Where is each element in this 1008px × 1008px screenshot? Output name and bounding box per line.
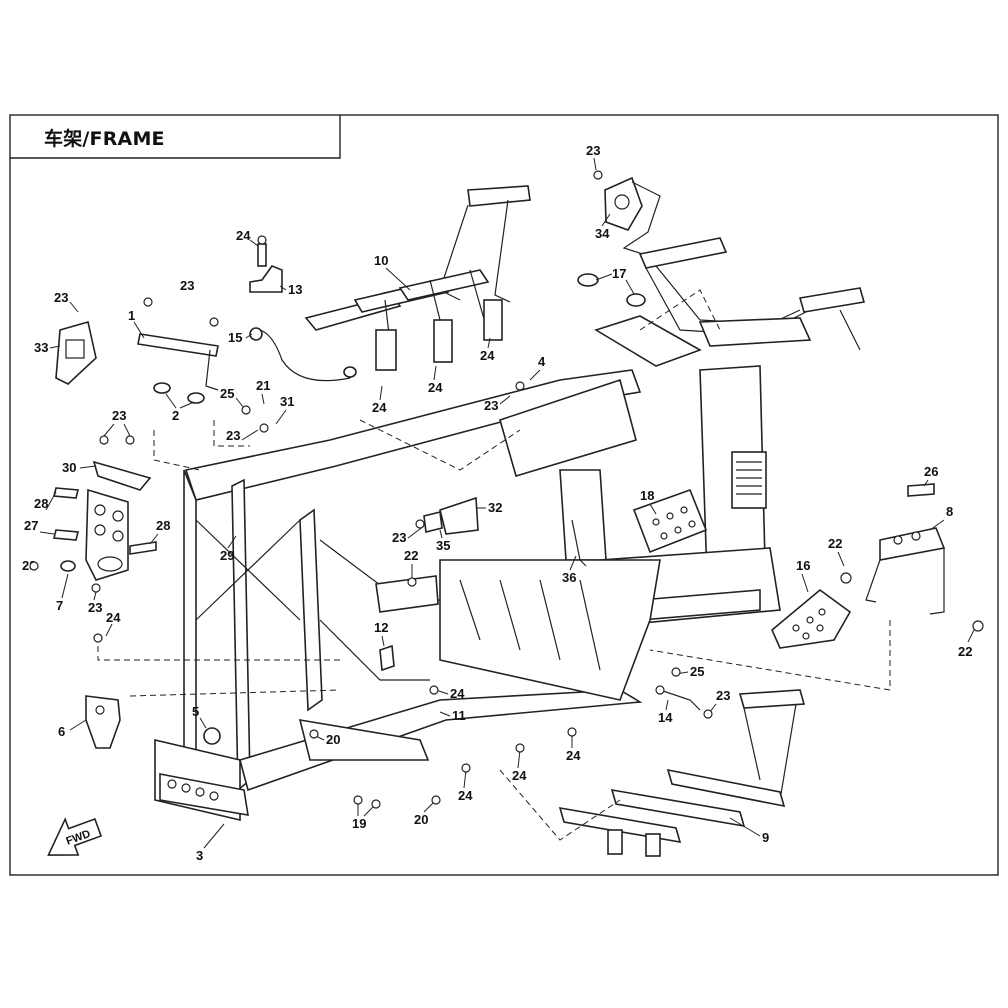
- diagram-border: [9, 114, 999, 876]
- callout-28: 28: [156, 518, 170, 533]
- part-36-strap: [571, 519, 587, 567]
- part-6-bracket: [85, 695, 121, 749]
- callout-25: 25: [690, 664, 704, 679]
- callout-27: 27: [24, 518, 38, 533]
- part-27-28-strips: [52, 487, 157, 555]
- callout-23: 23: [112, 408, 126, 423]
- callout-32: 32: [488, 500, 502, 515]
- callout-14: 14: [658, 710, 673, 725]
- callout-2: 2: [172, 408, 179, 423]
- callout-24: 24: [458, 788, 473, 803]
- part-15-cable-bracket: [249, 327, 357, 382]
- callout-23: 23: [54, 290, 68, 305]
- callout-26: 26: [924, 464, 938, 479]
- callout-24: 24: [236, 228, 251, 243]
- callout-7: 7: [56, 598, 63, 613]
- callout-20: 20: [326, 732, 340, 747]
- callout-3: 3: [196, 848, 203, 863]
- assembly-line-1: [153, 430, 201, 471]
- callout-23: 23: [484, 398, 498, 413]
- callout-5: 5: [192, 704, 199, 719]
- part-10-rack-support: [304, 185, 531, 371]
- callout-24: 24: [372, 400, 387, 415]
- part-3-main-frame: [154, 365, 781, 822]
- callout-23: 23: [716, 688, 730, 703]
- part-1-bracket: [137, 297, 219, 391]
- part-22-bracket-mid: [375, 575, 439, 613]
- callout-10: 10: [374, 253, 388, 268]
- assembly-line-2: [213, 420, 250, 447]
- callout-24: 24: [106, 610, 121, 625]
- part-14-bracket: [655, 685, 701, 711]
- callout-21: 21: [256, 378, 270, 393]
- part-5-bushing: [203, 727, 221, 745]
- callout-34: 34: [595, 226, 610, 241]
- callout-35: 35: [436, 538, 450, 553]
- callout-24: 24: [566, 748, 581, 763]
- callout-29: 29: [220, 548, 234, 563]
- callout-23: 23: [226, 428, 240, 443]
- part-16-footrest: [771, 588, 852, 649]
- callout-22: 22: [828, 536, 842, 551]
- callout-23: 23: [586, 143, 600, 158]
- callout-31: 31: [280, 394, 294, 409]
- fwd-arrow: FWD: [47, 817, 103, 856]
- callout-28: 28: [34, 496, 48, 511]
- callout-9: 9: [762, 830, 769, 845]
- callout-6: 6: [58, 724, 65, 739]
- callout-24: 24: [512, 768, 527, 783]
- callout-33: 33: [34, 340, 48, 355]
- callout-24: 24: [450, 686, 465, 701]
- assembly-line-8: [639, 289, 721, 331]
- assembly-line-4: [129, 689, 341, 697]
- part-30-shield: [92, 460, 152, 491]
- callouts: 23 34 24 13 10 17 23 33 23 1 15 24 24 4 …: [22, 143, 975, 863]
- callout-18: 18: [640, 488, 654, 503]
- part-7-plate: [60, 488, 129, 581]
- callout-23: 23: [88, 600, 102, 615]
- part-2-washers: [153, 382, 205, 404]
- callout-24: 24: [428, 380, 443, 395]
- callout-36: 36: [562, 570, 576, 585]
- callout-11: 11: [452, 708, 466, 723]
- callout-8: 8: [946, 504, 953, 519]
- callout-25: 25: [220, 386, 234, 401]
- callout-15: 15: [228, 330, 242, 345]
- callout-24: 24: [480, 348, 495, 363]
- title-tab: [10, 115, 341, 159]
- assembly-line-7: [359, 419, 521, 471]
- callout-19: 19: [352, 816, 366, 831]
- callout-23: 23: [392, 530, 406, 545]
- part-34-rear-bracket: [593, 170, 661, 259]
- callout-30: 30: [62, 460, 76, 475]
- part-32-35-brackets: [423, 496, 479, 535]
- callout-4: 4: [538, 354, 546, 369]
- assembly-line-3: [97, 646, 340, 661]
- diagram-title: 车架/FRAME: [44, 128, 165, 150]
- part-8-hoop: [865, 527, 946, 615]
- part-33-plate: [55, 320, 97, 385]
- part-13-bracket: [249, 235, 283, 293]
- callout-16: 16: [796, 558, 810, 573]
- callout-20: 20: [414, 812, 428, 827]
- part-9-front-rack: [558, 689, 806, 857]
- callout-12: 12: [374, 620, 388, 635]
- callout-13: 13: [288, 282, 302, 297]
- callout-23: 23: [180, 278, 194, 293]
- callout-22: 22: [958, 644, 972, 659]
- callout-1: 1: [128, 308, 135, 323]
- part-12-clip: [379, 644, 395, 672]
- warning-decal: [731, 451, 767, 509]
- assembly-line-5: [649, 620, 891, 691]
- part-18-footrest: [632, 488, 708, 554]
- part-26-pad: [907, 483, 935, 497]
- callout-17: 17: [612, 266, 626, 281]
- callout-22: 22: [404, 548, 418, 563]
- rear-upper-frame: [577, 237, 866, 367]
- assembly-line-6: [499, 769, 621, 841]
- fasteners: [29, 381, 984, 809]
